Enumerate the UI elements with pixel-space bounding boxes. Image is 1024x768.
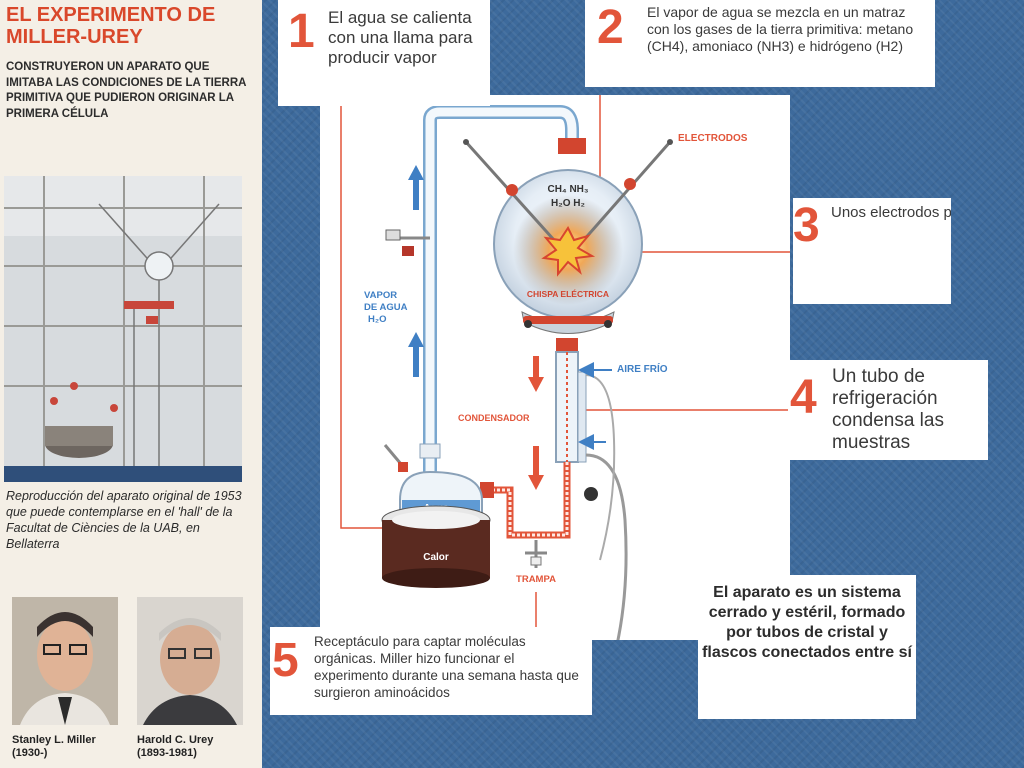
vapor-label-line1: VAPOR <box>364 290 397 301</box>
apparatus-photo <box>4 176 242 482</box>
photo-caption: Reproducción del aparato original de 195… <box>6 489 242 551</box>
leader-line-step-1 <box>340 106 382 529</box>
vapor-arrow-bottom <box>408 332 424 377</box>
spark-label: CHISPA ELÉCTRICA <box>527 289 609 299</box>
heat-label: Calor <box>423 552 449 563</box>
heater <box>381 505 491 588</box>
vapor-tube <box>423 105 579 475</box>
trap-label: TRAMPA <box>516 574 556 585</box>
condensate-down-arrows <box>528 356 544 490</box>
closed-system-note: El aparato es un sistema cerrado y estér… <box>702 584 912 661</box>
condensate-arrow-bottom <box>528 446 544 490</box>
step-2-text: El vapor de agua se mezcla en un matraz … <box>647 4 914 54</box>
article-title: EL EXPERIMENTO DE MILLER-UREY <box>6 4 216 48</box>
vapor-label-line3: H₂O <box>368 314 386 325</box>
name-urey-years: (1893-1981) <box>137 747 197 759</box>
portrait-urey <box>137 597 243 725</box>
cold-air-arrows <box>578 362 612 450</box>
vapor-up-arrows <box>408 165 424 377</box>
name-urey-text: Harold C. Urey <box>137 734 214 746</box>
vapor-label-line2: DE AGUA <box>364 302 408 313</box>
step-3-number: 3 <box>793 199 820 252</box>
step-4-box: 4 Un tubo de refrigeración condensa las … <box>788 360 988 460</box>
portrait-urey-illustration <box>137 597 243 725</box>
portrait-miller-illustration <box>12 597 118 725</box>
condenser <box>555 351 628 640</box>
flask-outlet-stopper <box>556 338 578 352</box>
step-3-text: Unos electrodos producen una chispa que … <box>831 204 951 221</box>
step-1-number: 1 <box>288 5 315 58</box>
step-1-text: El agua se calienta con una llama para p… <box>328 8 473 67</box>
left-info-column: EL EXPERIMENTO DE MILLER-UREY CONSTRUYER… <box>0 0 262 768</box>
step-4-number: 4 <box>790 371 817 424</box>
vapor-arrow-top <box>408 165 424 210</box>
electrodes-label: ELECTRODOS <box>678 133 748 144</box>
electrodes <box>463 139 673 252</box>
step-3-box: 3 Unos electrodos producen una chispa qu… <box>793 198 951 304</box>
spark-burst-icon <box>541 226 596 277</box>
step-1-box: 1 El agua se calienta con una llama para… <box>278 0 490 106</box>
step-5-text: Receptáculo para captar moléculas orgáni… <box>314 634 579 700</box>
name-miller-text: Stanley L. Miller <box>12 734 96 746</box>
apparatus-photo-illustration <box>4 176 242 482</box>
cold-air-label: AIRE FRÍO <box>617 362 668 375</box>
name-miller-years: (1930-) <box>12 747 48 759</box>
portrait-miller <box>12 597 118 725</box>
leader-lines <box>340 95 790 628</box>
condensate-arrow-top <box>528 356 544 392</box>
apparatus-diagram: VAPOR DE AGUA H₂O ELECTRODOS CH₄ NH₃ H₂O… <box>340 95 790 640</box>
condenser-label: CONDENSADOR <box>458 413 530 423</box>
name-miller: Stanley L. Miller (1930-) <box>12 734 130 760</box>
step-5-box: 5 Receptáculo para captar moléculas orgá… <box>270 627 592 715</box>
step-4-text: Un tubo de refrigeración condensa las mu… <box>832 366 944 453</box>
name-urey: Harold C. Urey (1893-1981) <box>137 734 257 760</box>
article-subtitle: CONSTRUYERON UN APARATO QUE IMITABA LAS … <box>6 61 247 120</box>
step-2-number: 2 <box>597 1 624 54</box>
vapor-label: VAPOR DE AGUA H₂O <box>364 290 408 325</box>
flask-gases-line2: H₂O H₂ <box>551 198 585 209</box>
step-5-number: 5 <box>272 634 299 687</box>
step-2-box: 2 El vapor de agua se mezcla en un matra… <box>585 0 935 87</box>
closed-system-note-box: El aparato es un sistema cerrado y estér… <box>698 575 916 719</box>
return-tube <box>480 462 571 539</box>
vapor-tube-valve <box>385 229 430 256</box>
flask-gases-line1: CH₄ NH₃ <box>547 184 588 195</box>
trap-valve <box>525 540 547 568</box>
